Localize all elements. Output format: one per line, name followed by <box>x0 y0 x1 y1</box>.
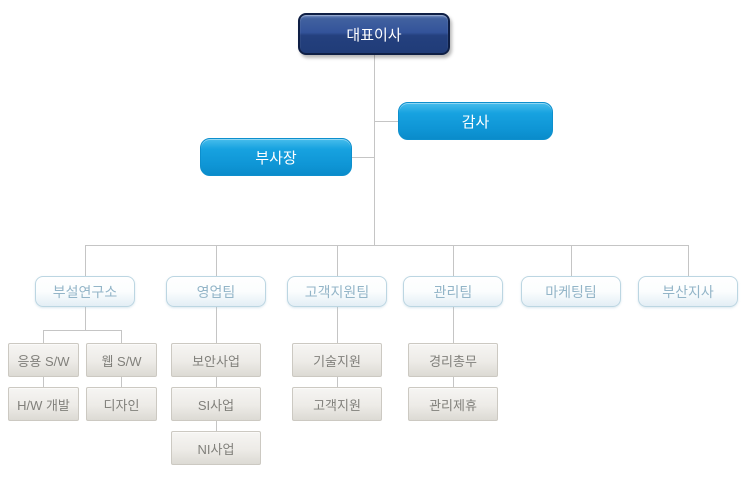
node-sub-accounting: 경리총무 <box>408 343 498 377</box>
node-auditor-label: 감사 <box>461 113 490 131</box>
node-dept-busan-branch-label: 부산지사 <box>662 283 714 300</box>
connector-research-col2-rows <box>121 377 122 387</box>
connector-drop-marketing <box>571 245 572 276</box>
node-sub-si-business: SI사업 <box>171 387 261 421</box>
node-dept-customer-support: 고객지원팀 <box>287 276 387 307</box>
node-sub-ni-business-label: NI사업 <box>197 441 235 457</box>
connector-drop-busan <box>688 245 689 276</box>
node-sub-hw-dev-label: H/W 개발 <box>17 397 70 413</box>
node-sub-tech-support: 기술지원 <box>292 343 382 377</box>
node-sub-design: 디자인 <box>86 387 157 421</box>
connector-drop-sales <box>216 245 217 276</box>
connector-research-horizontal <box>43 330 122 331</box>
node-dept-management-label: 관리팀 <box>433 283 473 300</box>
node-sub-si-business-label: SI사업 <box>197 397 235 413</box>
node-sub-accounting-label: 경리총무 <box>429 353 477 369</box>
node-sub-management-partnership-label: 관리제휴 <box>429 397 477 413</box>
connector-research-col1-rows <box>43 377 44 387</box>
node-auditor: 감사 <box>398 102 553 140</box>
connector-drop-research <box>85 245 86 276</box>
node-sub-customer-support: 고객지원 <box>292 387 382 421</box>
node-dept-marketing-label: 마케팅팀 <box>545 283 597 300</box>
node-sub-security-business: 보안사업 <box>171 343 261 377</box>
node-sub-web-sw-label: 웹 S/W <box>101 353 142 369</box>
connector-auditor-stub <box>374 121 399 122</box>
node-dept-customer-support-label: 고객지원팀 <box>304 283 370 300</box>
node-sub-tech-support-label: 기술지원 <box>313 353 361 369</box>
node-sub-security-business-label: 보안사업 <box>192 353 240 369</box>
node-ceo-label: 대표이사 <box>346 26 402 44</box>
node-dept-sales: 영업팀 <box>166 276 266 307</box>
node-dept-marketing: 마케팅팀 <box>521 276 621 307</box>
node-dept-sales-label: 영업팀 <box>196 283 236 300</box>
node-ceo: 대표이사 <box>298 13 450 55</box>
node-dept-busan-branch: 부산지사 <box>638 276 738 307</box>
node-dept-management: 관리팀 <box>403 276 503 307</box>
connector-research-col1-drop <box>43 330 44 343</box>
connector-departments-horizontal <box>85 245 689 246</box>
node-vice-president: 부사장 <box>200 138 352 176</box>
connector-drop-management <box>453 245 454 276</box>
connector-customer-support-down <box>337 307 338 343</box>
connector-management-rows <box>453 377 454 387</box>
node-dept-research: 부설연구소 <box>35 276 135 307</box>
connector-management-down <box>453 307 454 343</box>
connector-research-down <box>85 307 86 330</box>
connector-drop-customer-support <box>337 245 338 276</box>
connector-sales-down <box>216 307 217 343</box>
node-sub-hw-dev: H/W 개발 <box>8 387 79 421</box>
node-sub-customer-support-label: 고객지원 <box>313 397 361 413</box>
node-vice-president-label: 부사장 <box>255 149 297 167</box>
connector-sales-row2-row3 <box>216 421 217 431</box>
node-sub-design-label: 디자인 <box>103 397 140 413</box>
connector-vp-stub <box>351 157 374 158</box>
connector-research-col2-drop <box>121 330 122 343</box>
node-sub-management-partnership: 관리제휴 <box>408 387 498 421</box>
node-dept-research-label: 부설연구소 <box>52 283 118 300</box>
connector-trunk-vertical <box>374 55 375 245</box>
connector-sales-row1-row2 <box>216 377 217 387</box>
connector-customer-support-rows <box>337 377 338 387</box>
node-sub-applied-sw-label: 응용 S/W <box>17 353 70 369</box>
node-sub-web-sw: 웹 S/W <box>86 343 157 377</box>
node-sub-applied-sw: 응용 S/W <box>8 343 79 377</box>
node-sub-ni-business: NI사업 <box>171 431 261 465</box>
